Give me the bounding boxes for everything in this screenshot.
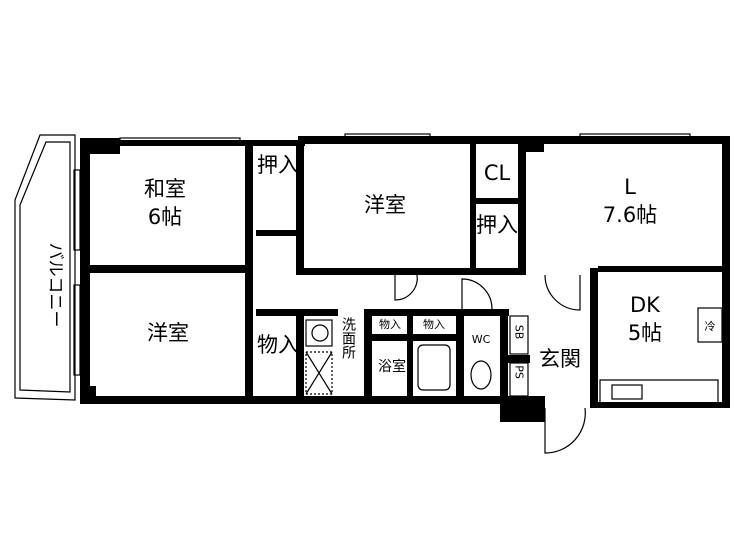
monoire-label-2: 物入 xyxy=(379,317,401,331)
yoshitsu-top-label: 洋室 xyxy=(364,193,406,217)
fridge-label: 冷 xyxy=(705,320,716,333)
oshiire-label-2: 押入 xyxy=(476,213,518,237)
oshiire-label-1: 押入 xyxy=(257,153,299,177)
sb-label: SB xyxy=(513,325,526,340)
balcony-outline xyxy=(14,134,76,401)
senmenjo-label: 洗面所 xyxy=(340,317,356,359)
wc-label: WC xyxy=(472,333,491,346)
balcony-label: バルコニー xyxy=(45,243,65,328)
l-label: L xyxy=(624,175,636,199)
bathroom-label: 浴室 xyxy=(378,358,406,375)
genkan-label: 玄関 xyxy=(539,347,581,371)
l-size: 7.6帖 xyxy=(603,203,657,227)
monoire-label-1: 物入 xyxy=(257,333,299,357)
washitsu-label: 和室 xyxy=(144,177,186,201)
ps-label: PS xyxy=(513,365,526,379)
cl-label: CL xyxy=(484,161,511,185)
dk-size: 5帖 xyxy=(628,321,662,345)
yoshitsu-bottom-label: 洋室 xyxy=(147,321,189,345)
dk-label: DK xyxy=(630,293,661,317)
monoire-label-3: 物入 xyxy=(423,317,445,331)
washitsu-size: 6帖 xyxy=(148,205,182,229)
